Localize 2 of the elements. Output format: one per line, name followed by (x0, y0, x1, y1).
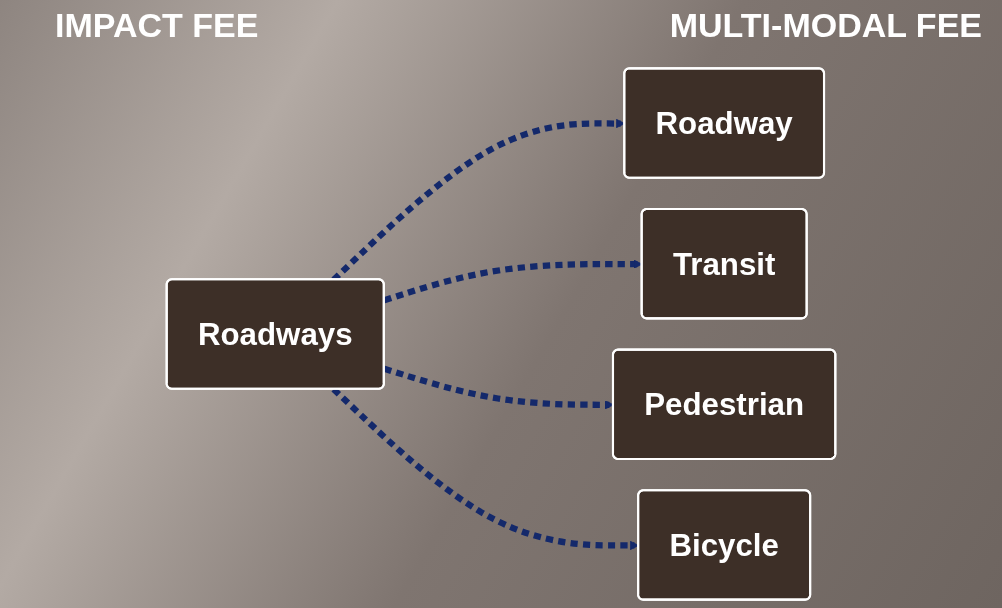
column-heading: IMPACT FEE (55, 6, 259, 46)
column-heading: MULTI-MODAL FEE (669, 6, 982, 46)
